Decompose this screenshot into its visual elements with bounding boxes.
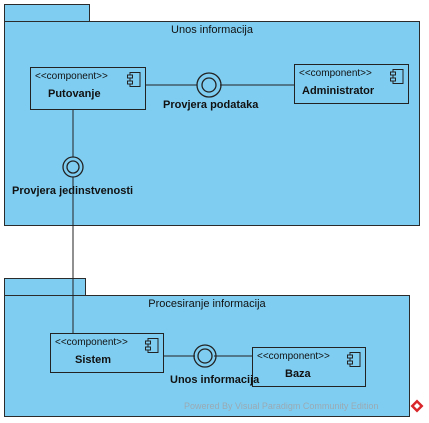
interface-label-provjera-podataka: Provjera podataka <box>163 99 259 111</box>
component-name: Baza <box>285 368 311 380</box>
component-administrator[interactable]: <<component>> Administrator <box>294 64 409 104</box>
watermark-text: Powered By Visual Paradigm Community Edi… <box>184 401 379 411</box>
component-sistem[interactable]: <<component>> Sistem <box>50 333 164 373</box>
component-putovanje[interactable]: <<component>> Putovanje <box>30 67 146 110</box>
interface-provjera-jedinstvenosti-icon <box>62 156 84 178</box>
interface-label-unos-informacija: Unos informacija <box>170 374 260 386</box>
component-icon <box>145 338 159 353</box>
component-name: Administrator <box>302 85 375 97</box>
package-title-unos: Unos informacija <box>171 24 253 36</box>
package-title-procesiranje: Procesiranje informacija <box>148 298 266 310</box>
component-icon <box>127 72 141 87</box>
interface-unos-informacija-icon <box>193 344 217 368</box>
diamond-logo-icon <box>410 399 424 413</box>
component-name: Sistem <box>75 354 112 366</box>
component-name: Putovanje <box>48 88 101 100</box>
stereotype-label: <<component>> <box>35 71 108 82</box>
stereotype-label: <<component>> <box>257 351 330 362</box>
stereotype-label: <<component>> <box>299 68 372 79</box>
interface-label-provjera-jedinstvenosti: Provjera jedinstvenosti <box>12 185 134 197</box>
interface-provjera-podataka-icon <box>196 72 222 98</box>
stereotype-label: <<component>> <box>55 337 128 348</box>
component-icon <box>347 352 361 367</box>
component-icon <box>390 69 404 84</box>
component-baza[interactable]: <<component>> Baza <box>252 347 366 387</box>
